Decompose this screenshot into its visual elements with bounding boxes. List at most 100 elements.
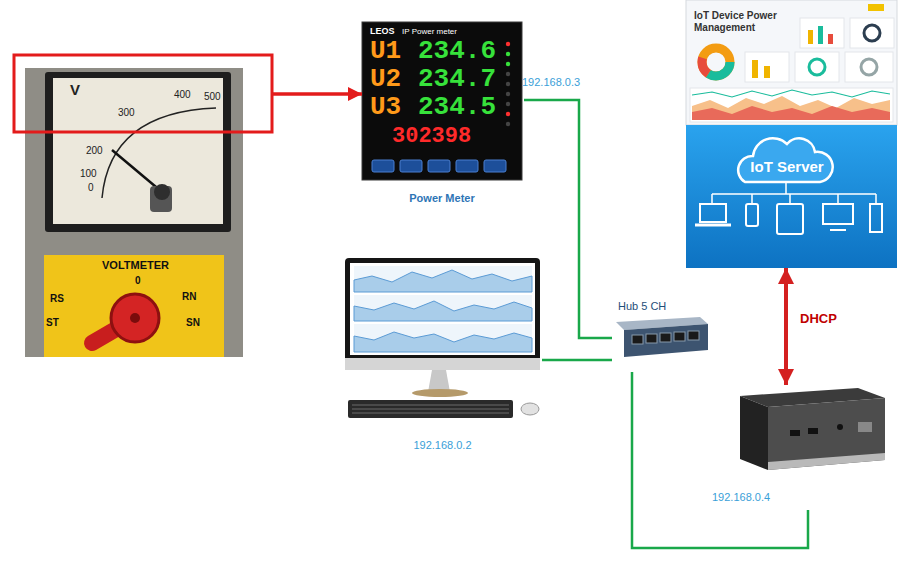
monitor-icon <box>830 229 846 231</box>
mini-pc-port <box>837 424 843 430</box>
donut-chart <box>702 48 730 76</box>
monitor-stand <box>428 370 450 392</box>
trend-area <box>692 106 890 120</box>
mini-pc-port <box>790 430 800 436</box>
indicator-led <box>506 122 510 126</box>
scale-number: 500 <box>204 91 221 103</box>
selector-knob <box>111 294 159 342</box>
network-cable <box>542 359 612 362</box>
scale-number: 300 <box>118 107 135 119</box>
dashboard-screen <box>686 0 897 125</box>
signal-arrow <box>272 92 362 96</box>
dhcp-arrow <box>784 268 788 385</box>
mini-gauge <box>861 59 877 75</box>
device-caption: Power Meter <box>362 192 522 205</box>
trend-area <box>692 96 890 120</box>
scale-number: 400 <box>174 89 191 101</box>
indicator-led <box>506 52 510 56</box>
monitor-screen <box>350 263 535 355</box>
screen-chart <box>354 301 532 321</box>
selector-plate <box>44 255 224 357</box>
mini-bar <box>818 26 823 44</box>
voltage-reading: 234.5 <box>418 94 496 120</box>
hub-port <box>688 331 699 340</box>
phase-name: U2 <box>370 66 401 92</box>
dashboard-panel <box>800 18 844 48</box>
mini-bar <box>828 34 833 44</box>
screen-chart <box>354 324 532 352</box>
scale-number: 0 <box>88 182 94 194</box>
screen-chart <box>354 270 532 292</box>
desktop-computer: 192.168.0.2 <box>345 258 542 455</box>
dashboard-panel <box>845 52 893 82</box>
edge-label: DHCP <box>800 312 837 327</box>
knob-center <box>130 313 140 323</box>
donut-slice <box>702 48 730 76</box>
energy-reading: 302398 <box>392 126 471 148</box>
dashboard-panel <box>795 52 839 82</box>
dashboard-button <box>868 4 884 11</box>
highlight-frame <box>14 55 272 132</box>
network-hub: Hub 5 CH <box>612 298 712 372</box>
photo-ground <box>25 68 243 357</box>
needle-hub <box>154 184 170 200</box>
voltage-reading: 234.6 <box>418 38 496 64</box>
dial-face <box>53 78 223 224</box>
trend-line <box>692 90 890 97</box>
mini-gauge <box>864 25 880 41</box>
switch-title: VOLTMETER <box>102 259 169 272</box>
mini-pc-base <box>768 453 885 470</box>
switch-position: 0 <box>135 275 141 287</box>
device-title: IP Power meter <box>402 27 457 36</box>
screen-chart <box>354 295 532 321</box>
meter-button <box>484 160 506 172</box>
meter-button <box>372 160 394 172</box>
mini-pc-port <box>858 422 872 432</box>
dashboard-panel <box>850 18 894 48</box>
tablet-icon <box>777 204 803 234</box>
mini-pc-front <box>768 398 885 470</box>
voltage-reading: 234.7 <box>418 66 496 92</box>
phone-icon <box>746 204 758 226</box>
voltmeter-photo <box>25 68 243 357</box>
hub-front <box>624 324 708 357</box>
switch-position: SN <box>186 317 200 329</box>
dashboard-title: IoT Device Power Management <box>694 10 789 33</box>
monitor-icon <box>823 204 853 224</box>
switch-position: RN <box>182 291 196 303</box>
keyboard-keys <box>352 405 509 413</box>
phase-name: U1 <box>370 38 401 64</box>
switch-position: RS <box>50 293 64 305</box>
mini-gauge <box>809 59 825 75</box>
mini-pc-side <box>740 396 768 470</box>
indicator-led <box>506 102 510 106</box>
switch-position: ST <box>46 317 59 329</box>
dial-scale <box>102 108 216 198</box>
indicator-led <box>506 62 510 66</box>
monitor-frame <box>345 258 540 370</box>
scale-number: 200 <box>86 145 103 157</box>
mini-pc: 192.168.0.4 <box>712 385 885 510</box>
hub-port <box>674 332 685 341</box>
mini-bar <box>752 60 758 78</box>
trend-panel <box>690 88 893 122</box>
monitor-base <box>412 389 468 397</box>
cloud-links <box>712 182 876 204</box>
scale-number: 100 <box>80 168 97 180</box>
hub-port <box>646 334 657 343</box>
screen-chart <box>354 332 532 352</box>
monitor-chin <box>345 358 540 370</box>
network-cable <box>524 100 612 338</box>
indicator-led <box>506 112 510 116</box>
meter-button <box>428 160 450 172</box>
donut-slice <box>702 48 730 76</box>
laptop-icon <box>695 224 731 227</box>
screen-chart <box>354 266 532 292</box>
power-meter-picture <box>362 22 522 180</box>
indicator-led <box>506 92 510 96</box>
meter-button <box>456 160 478 172</box>
indicator-led <box>506 42 510 46</box>
server-title: IoT Server <box>737 158 837 175</box>
power-meter: LEOSIP Power meterU1234.6U2234.7U3234.53… <box>362 22 524 212</box>
